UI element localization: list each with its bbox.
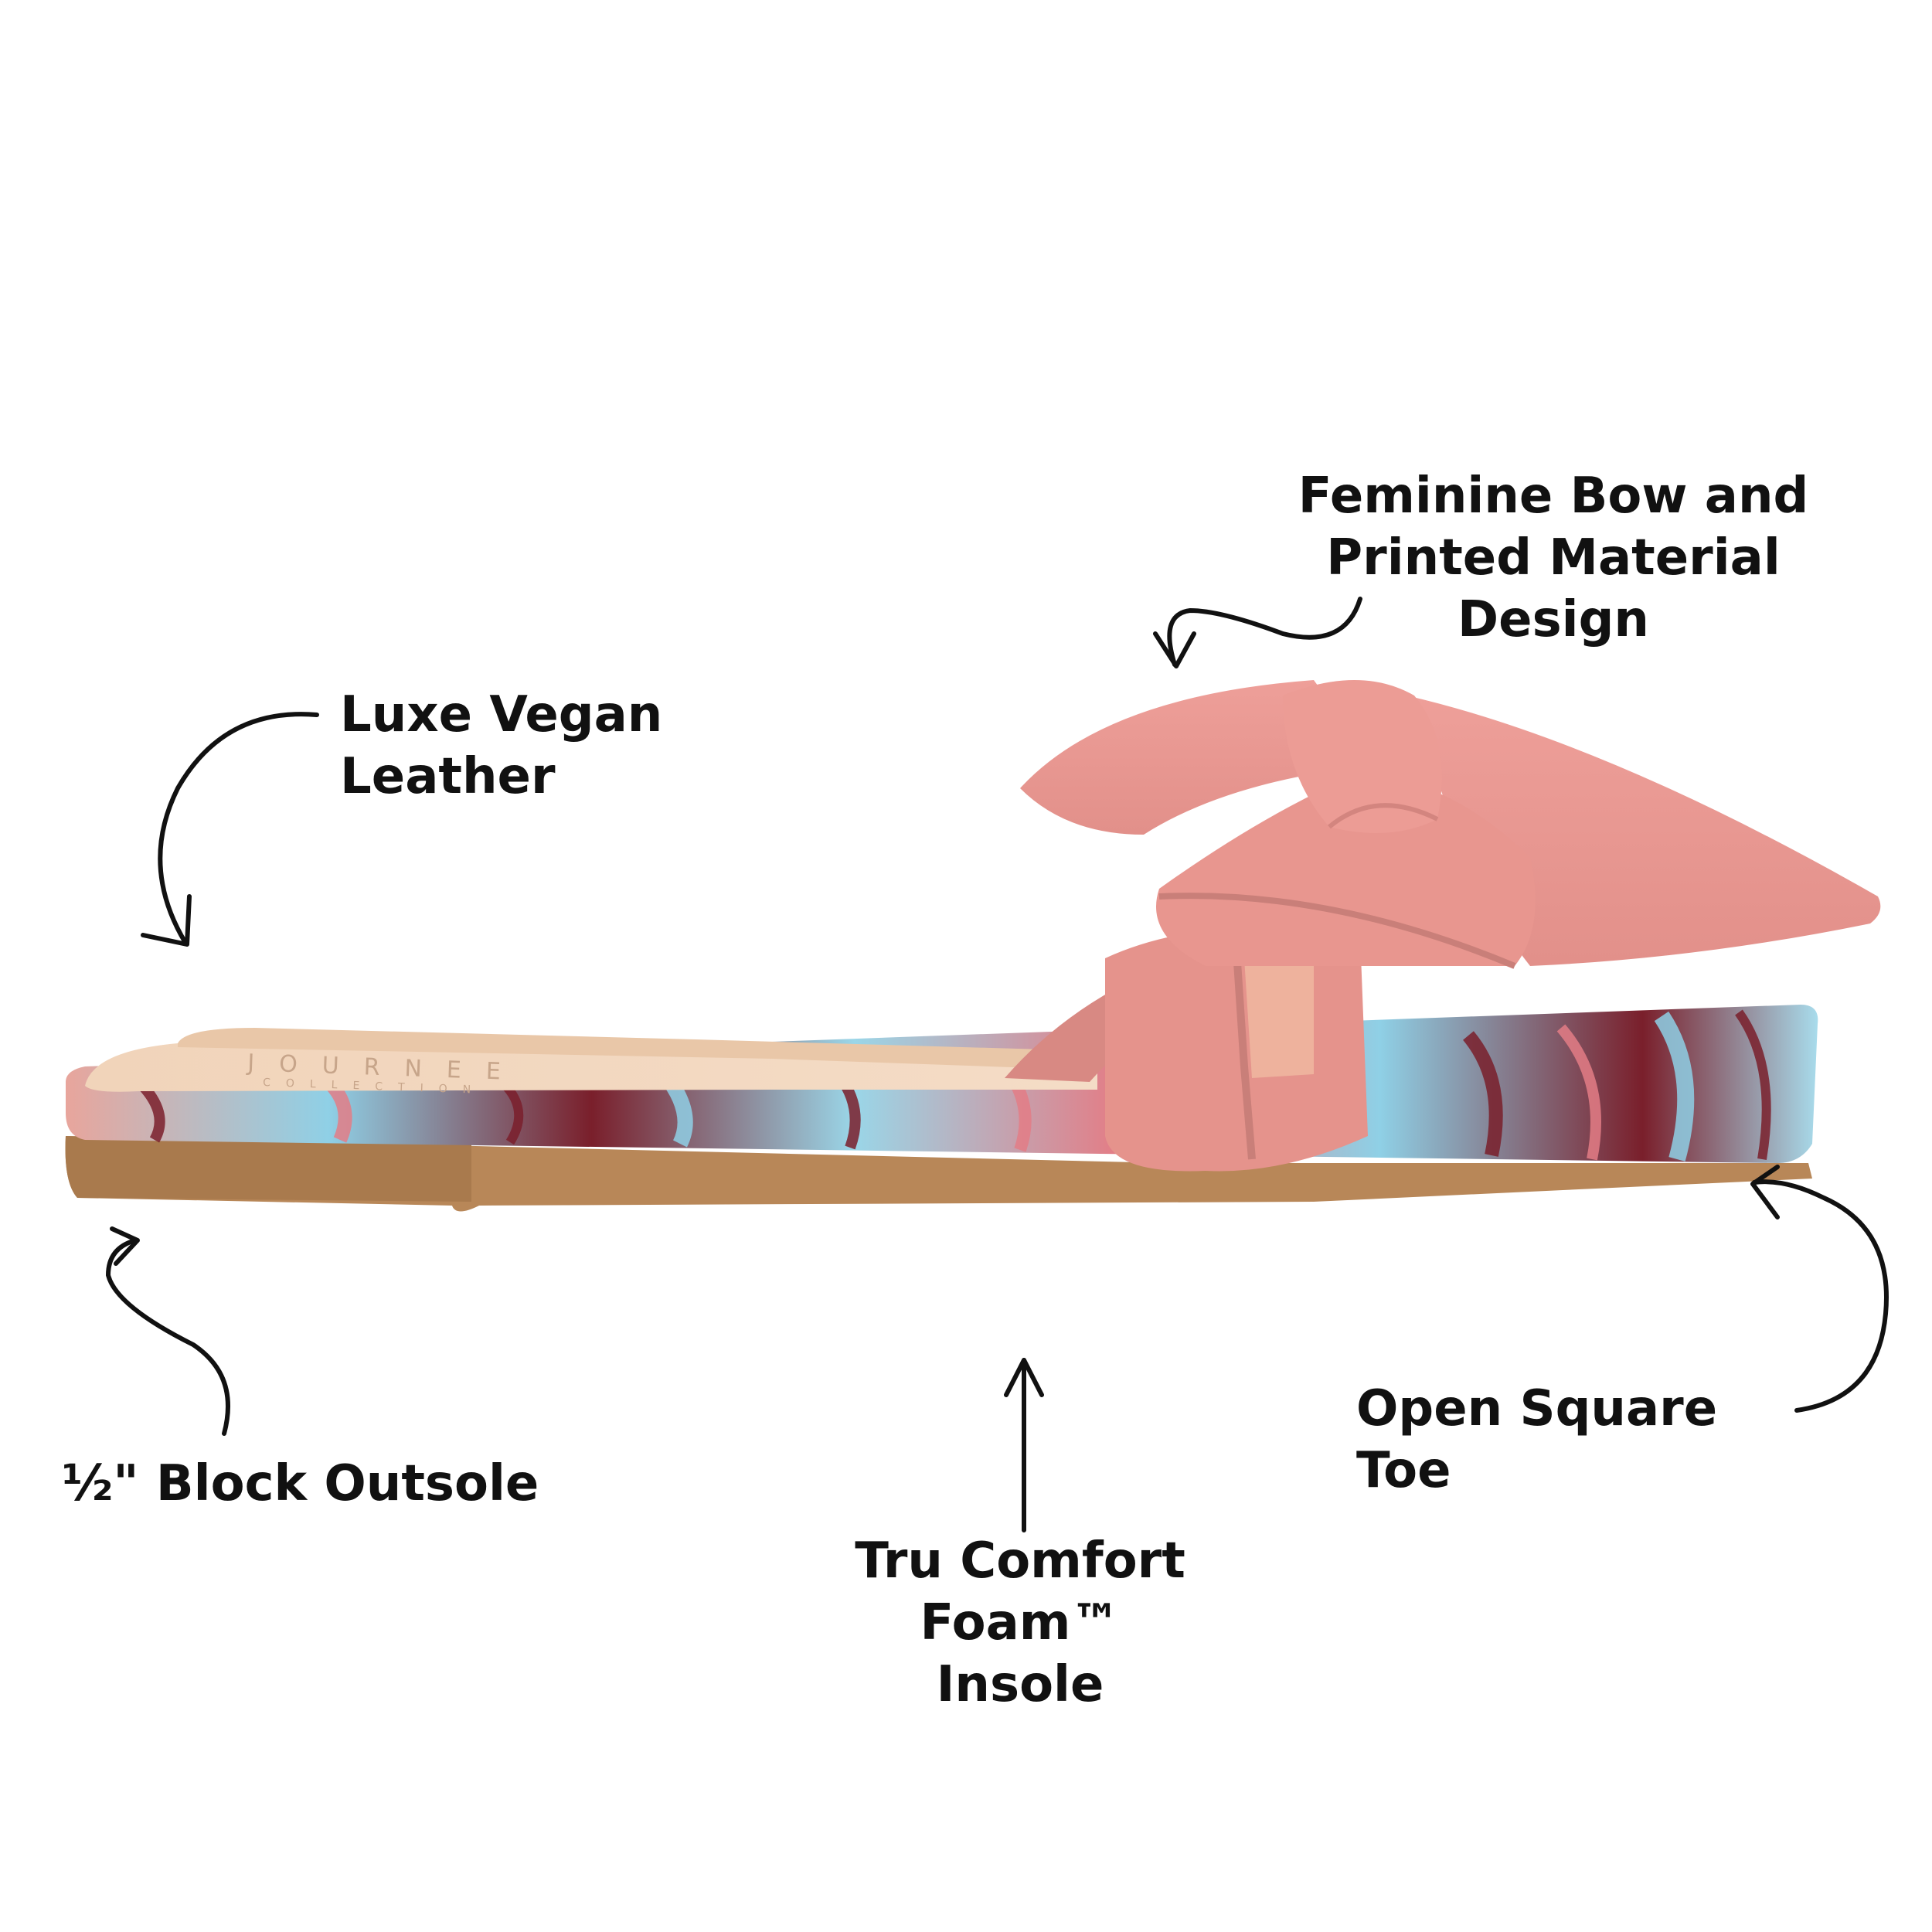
straight-arrow-icon [1004, 1358, 1044, 1532]
callout-bow: Feminine Bow and Printed Material Design [1244, 465, 1862, 651]
outsole [65, 1136, 1812, 1212]
bow-knot [1283, 680, 1442, 833]
bow-front-fold [1156, 773, 1536, 966]
callout-insole: Tru Comfort Foam™ Insole [750, 1530, 1291, 1716]
strap-divider [1233, 950, 1256, 1160]
outsole-heel-block [65, 1136, 472, 1202]
callout-insole-line1: Tru Comfort Foam™ [855, 1532, 1185, 1651]
bow-crease [1328, 803, 1439, 829]
curved-arrow-icon [141, 712, 319, 947]
callout-bow-line2: Printed Material Design [1326, 529, 1781, 648]
callout-leather: Luxe Vegan Leather [340, 684, 881, 808]
insole [85, 1043, 1097, 1092]
callout-leather-text: Luxe Vegan Leather [340, 686, 663, 805]
strap-gap [1244, 955, 1314, 1078]
callout-outsole-text: ½" Block Outsole [62, 1455, 539, 1512]
callout-toe-text: Open Square Toe [1356, 1380, 1718, 1499]
curved-arrow-icon [1153, 597, 1362, 668]
insole-top [178, 1028, 1097, 1070]
curved-arrow-icon [1750, 1165, 1889, 1413]
callout-bow-line1: Feminine Bow and [1298, 468, 1809, 525]
callout-outsole: ½" Block Outsole [62, 1453, 541, 1515]
callout-toe: Open Square Toe [1356, 1378, 1820, 1502]
bow-shadow-line [1158, 893, 1516, 969]
curved-arrow-icon [106, 1226, 230, 1436]
callout-insole-line2: Insole [936, 1656, 1104, 1713]
